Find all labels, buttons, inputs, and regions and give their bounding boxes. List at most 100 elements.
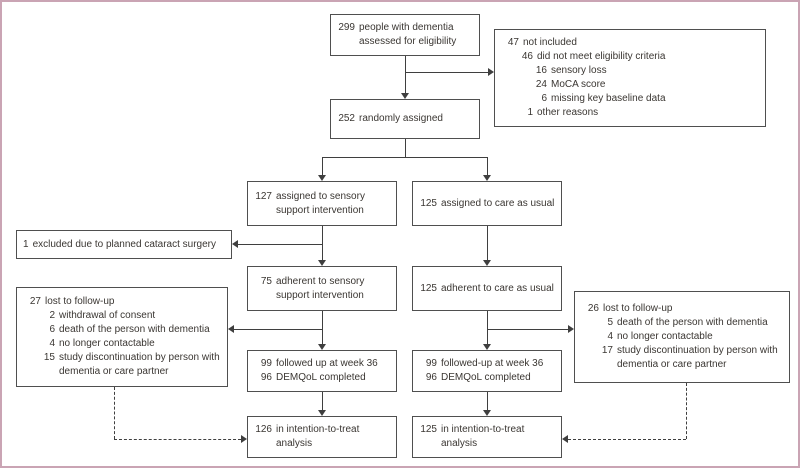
label: people with dementia assessed for eligib…: [359, 22, 457, 47]
dashed-connector-lost-control-vertical: [686, 383, 687, 439]
box-line: 1 excluded due to planned cataract surge…: [23, 238, 225, 252]
connector-assigned-to-adherent-control: [487, 226, 488, 260]
label: followed up at week 36: [276, 358, 378, 369]
arrowhead-down-icon: [483, 175, 491, 181]
count: 16: [535, 65, 547, 76]
label: did not meet eligibility criteria: [537, 51, 666, 62]
label: study discontinuation by person with dem…: [59, 352, 220, 377]
label: no longer contactable: [617, 331, 713, 342]
label: randomly assigned: [359, 113, 443, 124]
box-lost-to-followup-intervention: 27 lost to follow-up 2 withdrawal of con…: [16, 287, 228, 387]
count: 99: [425, 358, 437, 369]
arrowhead-left-icon: [562, 435, 568, 443]
box-adherent-intervention: 75 adherent to sensory support intervent…: [247, 266, 397, 311]
label: death of the person with dementia: [59, 324, 210, 335]
count: 126: [255, 424, 272, 435]
label: DEMQoL completed: [276, 372, 366, 383]
connector-to-assigned-intervention: [322, 157, 323, 175]
box-line: 17 study discontinuation by person with …: [581, 344, 783, 372]
box-line: 16 sensory loss: [501, 64, 759, 78]
arrowhead-down-icon: [483, 260, 491, 266]
box-line: 27 lost to follow-up: [23, 295, 221, 309]
label: assigned to care as usual: [441, 197, 555, 209]
box-lost-to-followup-control: 26 lost to follow-up 5 death of the pers…: [574, 291, 790, 383]
connector-to-assigned-control: [487, 157, 488, 175]
count: 1: [23, 238, 29, 250]
count: 96: [260, 372, 272, 383]
box-line: 6 missing key baseline data: [501, 92, 759, 106]
count: 99: [260, 358, 272, 369]
count: 125: [420, 282, 437, 294]
label: missing key baseline data: [551, 93, 666, 104]
box-line: 252 randomly assigned: [337, 112, 473, 126]
connector-eligibility-to-randomised: [405, 56, 406, 93]
box-line: 299 people with dementia assessed for el…: [337, 21, 473, 49]
label: followed-up at week 36: [441, 358, 544, 369]
box-line: 5 death of the person with dementia: [581, 316, 783, 330]
count: 252: [338, 113, 355, 124]
box-line: 15 study discontinuation by person with …: [23, 351, 221, 379]
count: 15: [43, 352, 55, 363]
count: 1: [527, 107, 533, 118]
connector-assigned-to-adherent-intervention: [322, 226, 323, 260]
label: assigned to sensory support intervention: [276, 190, 365, 216]
count: 6: [541, 93, 547, 104]
connector-randomised-stem: [405, 139, 406, 157]
label: other reasons: [537, 107, 599, 118]
label: withdrawal of consent: [59, 310, 156, 321]
box-assigned-intervention: 127 assigned to sensory support interven…: [247, 181, 397, 226]
connector-adherent-to-followup-intervention: [322, 311, 323, 344]
connector-followup-to-itt-control: [487, 392, 488, 410]
connector-to-not-included: [405, 72, 488, 73]
arrowhead-down-icon: [318, 410, 326, 416]
box-followup-control: 99 followed-up at week 36 96 DEMQoL comp…: [412, 350, 562, 392]
label: in intention-to-treat analysis: [441, 424, 525, 449]
count: 127: [255, 190, 272, 202]
box-line: 2 withdrawal of consent: [23, 309, 221, 323]
label: in intention-to-treat analysis: [276, 424, 360, 449]
count: 125: [420, 424, 437, 435]
count: 47: [507, 37, 519, 48]
box-line: 75 adherent to sensory support intervent…: [254, 275, 390, 303]
dashed-connector-lost-intervention-to-itt: [114, 439, 241, 440]
arrowhead-down-icon: [318, 260, 326, 266]
connector-to-lost-control: [487, 329, 568, 330]
arrowhead-down-icon: [318, 175, 326, 181]
box-randomly-assigned: 252 randomly assigned: [330, 99, 480, 139]
box-line: 1 other reasons: [501, 106, 759, 120]
label: DEMQoL completed: [441, 372, 531, 383]
box-itt-intervention: 126 in intention-to-treat analysis: [247, 416, 397, 458]
arrowhead-down-icon: [483, 344, 491, 350]
count: 4: [607, 331, 613, 342]
connector-randomisation-split: [322, 157, 488, 158]
box-line: 46 did not meet eligibility criteria: [501, 50, 759, 64]
label: MoCA score: [551, 79, 606, 90]
box-line: 125 assigned to care as usual: [419, 197, 555, 211]
arrowhead-down-icon: [483, 410, 491, 416]
label: study discontinuation by person with dem…: [617, 345, 778, 370]
count: 125: [420, 197, 437, 209]
label: lost to follow-up: [45, 296, 115, 307]
count: 2: [49, 310, 55, 321]
connector-to-excluded-cataract: [238, 244, 322, 245]
label: excluded due to planned cataract surgery: [32, 238, 217, 250]
label: death of the person with dementia: [617, 317, 768, 328]
box-assigned-care-as-usual: 125 assigned to care as usual: [412, 181, 562, 226]
count: 27: [29, 296, 41, 307]
label: not included: [523, 37, 577, 48]
connector-to-lost-intervention: [234, 329, 322, 330]
count: 17: [601, 345, 613, 356]
box-line: 125 adherent to care as usual: [419, 282, 555, 296]
count: 4: [49, 338, 55, 349]
count: 299: [338, 22, 355, 33]
box-line: 4 no longer contactable: [23, 337, 221, 351]
arrowhead-right-icon: [568, 325, 574, 333]
box-line: 96 DEMQoL completed: [419, 371, 555, 385]
box-line: 99 followed-up at week 36: [419, 357, 555, 371]
box-followup-intervention: 99 followed up at week 36 96 DEMQoL comp…: [247, 350, 397, 392]
arrowhead-down-icon: [401, 93, 409, 99]
connector-followup-to-itt-intervention: [322, 392, 323, 410]
arrowhead-left-icon: [228, 325, 234, 333]
box-line: 4 no longer contactable: [581, 330, 783, 344]
